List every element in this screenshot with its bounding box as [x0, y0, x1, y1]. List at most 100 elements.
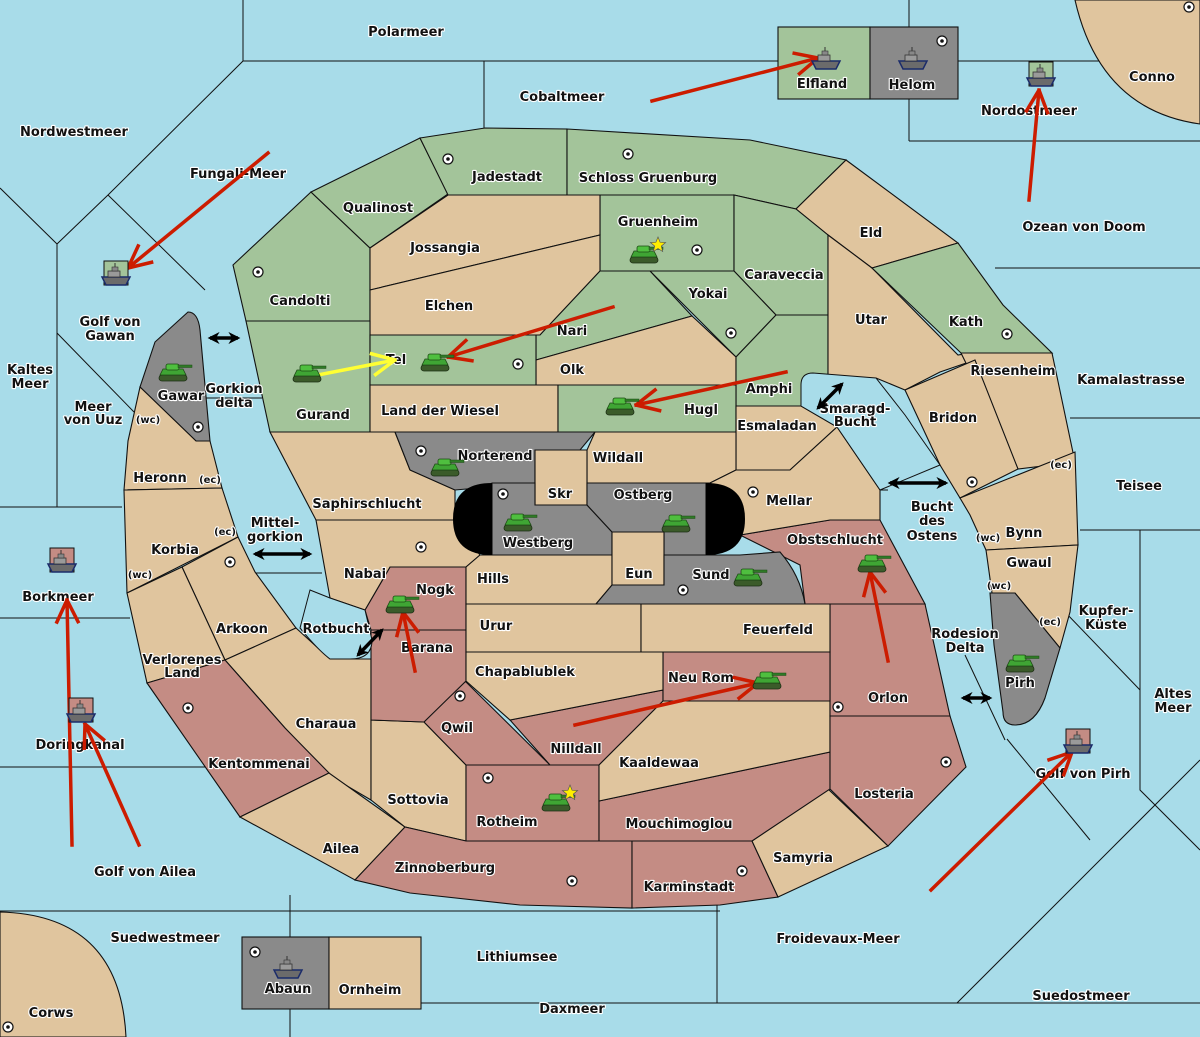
supply-center-icon: [736, 865, 748, 877]
province-label-urur: Urur: [480, 619, 513, 634]
sea-label-gawan: Gawan: [85, 329, 134, 344]
army-unit-ostberg[interactable]: [661, 514, 696, 533]
ship-icon: [100, 263, 132, 286]
army-unit-sund[interactable]: [733, 568, 768, 587]
tank-icon: [605, 397, 640, 416]
army-unit-norterend[interactable]: [430, 458, 465, 477]
sea-label-delta: delta: [215, 396, 253, 411]
supply-center-icon: [2, 1021, 14, 1033]
region-ornheim: [328, 936, 422, 1010]
ship-icon: [46, 550, 78, 573]
fleet-unit-abaun[interactable]: [272, 956, 304, 979]
ship-icon: [65, 700, 97, 723]
fleet-unit-borkmeer[interactable]: [46, 547, 78, 573]
supply-center-icon: [566, 875, 578, 887]
sea-label-teisee: Teisee: [1116, 479, 1162, 494]
army-unit-tel[interactable]: [420, 353, 455, 372]
province-label-kaaldewaa: Kaaldewaa: [619, 756, 699, 771]
sea-label-meer: Meer: [12, 377, 50, 392]
province-label-schloss-gruenburg: Schloss Gruenburg: [579, 171, 717, 186]
supply-center-icon: [677, 584, 689, 596]
tank-icon: [158, 363, 193, 382]
army-unit-westberg[interactable]: [503, 513, 538, 532]
sea-label-fungali-meer: Fungali-Meer: [190, 167, 287, 182]
army-unit-hugl[interactable]: [605, 397, 640, 416]
fleet-unit-doringkanal[interactable]: [65, 697, 97, 723]
sea-label-polarmeer: Polarmeer: [368, 25, 444, 40]
sea-label-suedostmeer: Suedostmeer: [1032, 989, 1130, 1004]
province-label-riesenheim: Riesenheim: [970, 364, 1055, 379]
tank-icon: [385, 595, 420, 614]
region-gruenheim: [599, 194, 735, 272]
province-label-gawar: Gawar: [158, 389, 205, 404]
sea-label-gorkion: gorkion: [247, 530, 303, 545]
fleet-unit-nordostmeer[interactable]: [1025, 61, 1057, 87]
supply-center-icon: [482, 772, 494, 784]
army-unit-gawar[interactable]: [158, 363, 193, 382]
move-order-arrow: [82, 721, 142, 848]
province-label-wildall: Wildall: [593, 451, 643, 466]
adjacency-arrow-icon: [816, 382, 844, 410]
province-label-hills: Hills: [477, 572, 509, 587]
army-unit-gruenheim[interactable]: [629, 236, 667, 264]
supply-center-icon: [1001, 328, 1013, 340]
province-label-kath: Kath: [949, 315, 983, 330]
sea-label-gorkion: Gorkion: [205, 382, 262, 397]
sea-label-rotbucht: Rotbucht: [303, 622, 370, 637]
province-label-westberg: Westberg: [503, 536, 573, 551]
sea-label-ozean-von-doom: Ozean von Doom: [1022, 220, 1145, 235]
supply-center-icon: [224, 556, 236, 568]
fleet-unit-golf-von-pirh[interactable]: [1062, 728, 1094, 754]
province-label-mellar: Mellar: [766, 494, 812, 509]
tank-icon: [292, 364, 327, 383]
army-unit-pirh[interactable]: [1005, 654, 1040, 673]
sea-label-nordwestmeer: Nordwestmeer: [20, 125, 128, 140]
supply-center-icon: [691, 244, 703, 256]
province-label-korbia: Korbia: [151, 543, 199, 558]
fleet-unit-helom[interactable]: [897, 47, 929, 70]
tank-icon: [857, 554, 892, 573]
sea-label-bucht: Bucht: [834, 415, 876, 430]
army-unit-nogk[interactable]: [385, 595, 420, 614]
province-label-esmaladan: Esmaladan: [737, 419, 817, 434]
supply-center-icon: [192, 421, 204, 433]
sea-label-lithiumsee: Lithiumsee: [477, 950, 558, 965]
sea-label-doringkanal: Doringkanal: [35, 738, 124, 753]
move-order-arrow: [1024, 88, 1050, 202]
tank-icon: [430, 458, 465, 477]
province-label-karminstadt: Karminstadt: [644, 880, 735, 895]
province-label-bynn: Bynn: [1006, 526, 1043, 541]
move-order-arrow: [394, 609, 421, 674]
province-label-charaua: Charaua: [296, 717, 357, 732]
adjacency-arrow-icon: [356, 628, 384, 657]
coast-label-wc: (wc): [976, 533, 1000, 544]
fleet-unit-golf-von-gawan[interactable]: [100, 260, 132, 286]
province-label-gwaul: Gwaul: [1006, 556, 1051, 571]
tank-icon: [541, 793, 576, 812]
sea-label-golf-von-pirh: Golf von Pirh: [1035, 767, 1130, 782]
supply-center-icon: [182, 702, 194, 714]
army-unit-obstschlucht[interactable]: [857, 554, 892, 573]
supply-center-icon: [622, 148, 634, 160]
province-label-nogk: Nogk: [416, 583, 454, 598]
region-kentommenai: [146, 659, 330, 818]
supply-center-icon: [936, 35, 948, 47]
province-label-mouchimoglou: Mouchimoglou: [626, 817, 733, 832]
star-icon: [649, 236, 667, 253]
tank-icon: [752, 671, 787, 690]
province-label-eld: Eld: [860, 226, 883, 241]
army-unit-rotheim[interactable]: [541, 784, 579, 812]
coast-label-ec: (ec): [1050, 460, 1072, 471]
coast-label-ec: (ec): [214, 527, 236, 538]
impassable-west: [453, 483, 492, 555]
province-label-samyria: Samyria: [773, 851, 833, 866]
army-unit-neu-rom[interactable]: [752, 671, 787, 690]
province-label-jadestadt: Jadestadt: [471, 170, 542, 185]
army-unit-gurand[interactable]: [292, 364, 327, 383]
province-label-sottovia: Sottovia: [387, 793, 448, 808]
sea-label-borkmeer: Borkmeer: [22, 590, 94, 605]
units-layer: [46, 47, 1094, 979]
fleet-unit-elfland[interactable]: [810, 47, 842, 70]
